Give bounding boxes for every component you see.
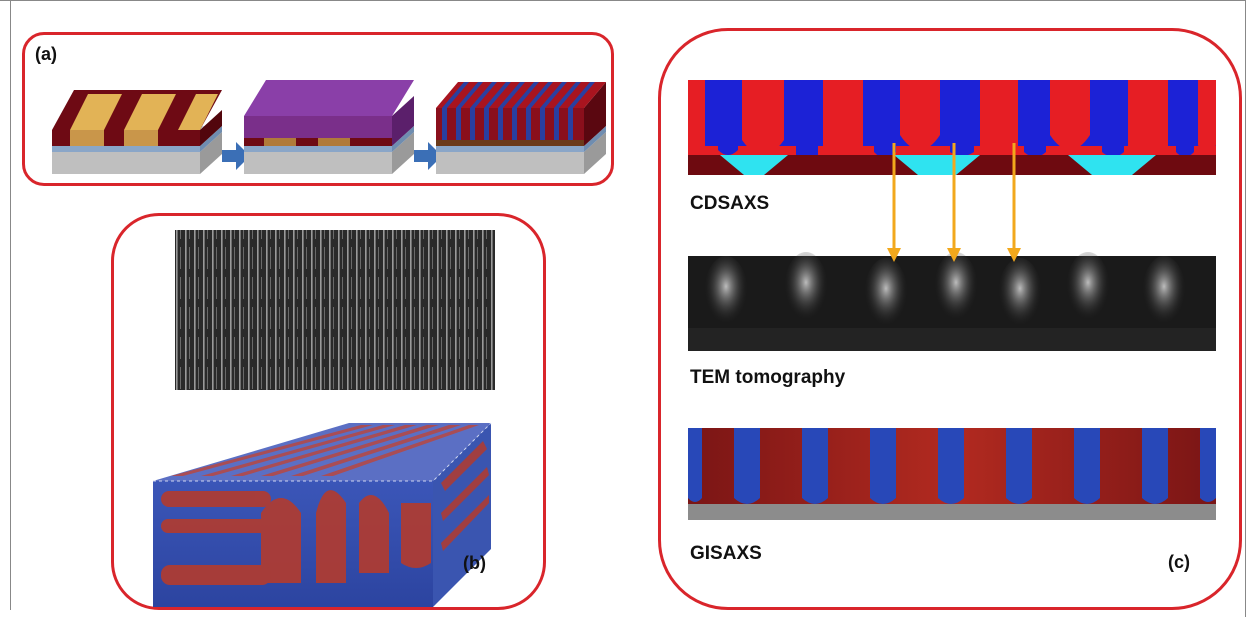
tem-tomography-image bbox=[688, 252, 1216, 351]
panel-b-images bbox=[153, 230, 495, 607]
3d-simulation-block bbox=[153, 422, 492, 607]
gisaxs-profile-image bbox=[688, 428, 1216, 520]
sem-top-view-image bbox=[175, 230, 495, 390]
process-arrow-2-icon bbox=[414, 142, 442, 170]
process-steps-illustration bbox=[52, 80, 606, 174]
figure-border-top bbox=[0, 0, 1246, 1]
panel-c-profile-comparison: CDSAXS TEM tomography GISAXS (c) bbox=[658, 28, 1242, 610]
process-arrow-1-icon bbox=[222, 142, 250, 170]
panel-a-label: (a) bbox=[35, 44, 57, 64]
panel-b-label: (b) bbox=[463, 553, 486, 573]
tem-tomography-label: TEM tomography bbox=[690, 367, 846, 388]
correspondence-arrows bbox=[887, 143, 1021, 262]
cdsaxs-profile-image bbox=[688, 80, 1216, 175]
panel-b-sem-and-3d-model: (b) bbox=[111, 213, 546, 610]
panel-a-process-schematic: (a) bbox=[22, 32, 614, 186]
figure-border-left bbox=[10, 0, 11, 610]
panel-c-images bbox=[688, 80, 1216, 520]
cdsaxs-label: CDSAXS bbox=[690, 193, 770, 214]
gisaxs-label: GISAXS bbox=[690, 543, 762, 564]
step-2-coated-film bbox=[244, 80, 414, 174]
step-1-guide-pattern bbox=[52, 90, 222, 174]
step-3-assembled-lamellae bbox=[436, 82, 606, 174]
panel-c-label: (c) bbox=[1168, 552, 1190, 572]
